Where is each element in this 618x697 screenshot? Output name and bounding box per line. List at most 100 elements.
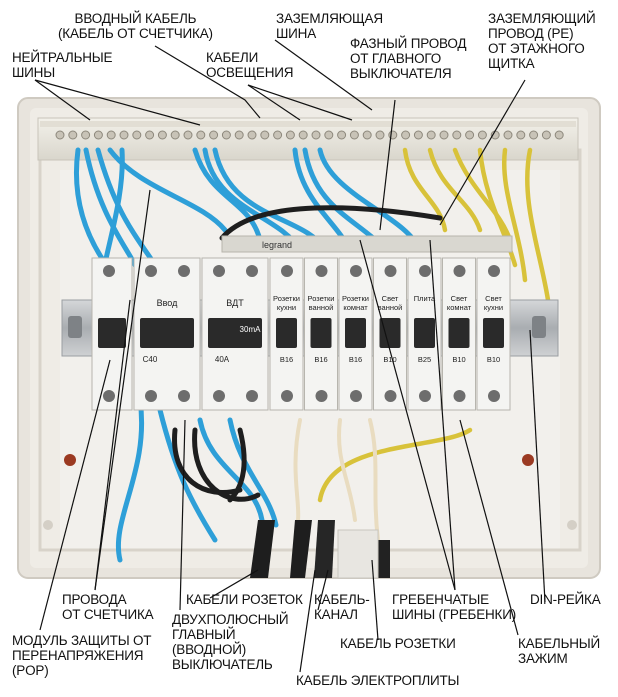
bus-screw [55, 130, 65, 140]
label-grounding-bus: ЗАЗЕМЛЯЮЩАЯ ШИНА [276, 11, 383, 41]
bus-screw [529, 130, 539, 140]
bus-screw [362, 130, 372, 140]
label-main-switch: ДВУХПОЛЮСНЫЙ ГЛАВНЫЙ (ВВОДНОЙ) ВЫКЛЮЧАТЕ… [172, 612, 289, 672]
bus-screw [477, 130, 487, 140]
breaker-rating: B10 [452, 355, 465, 364]
terminal-screw [281, 390, 293, 402]
terminal-screw [178, 390, 190, 402]
bus-screw [388, 130, 398, 140]
terminal-screw [419, 265, 431, 277]
terminal-screw [350, 265, 362, 277]
main-switch-rating: C40 [143, 355, 158, 364]
cable-channel [337, 529, 379, 579]
terminal-screw [488, 265, 500, 277]
bus-screw [273, 130, 283, 140]
breaker-name: Розетки [342, 294, 369, 303]
bus-screw [145, 130, 155, 140]
bus-screw [452, 130, 462, 140]
terminal-screw [246, 390, 258, 402]
breaker-rating: B16 [280, 355, 293, 364]
breaker-lever [448, 318, 470, 348]
breaker-name: комнат [343, 303, 368, 312]
terminal-screw [103, 390, 115, 402]
label-socket-cables: КАБЕЛИ РОЗЕТОК [186, 592, 303, 607]
breaker-rating: B10 [487, 355, 500, 364]
black-wires [172, 205, 443, 503]
yellow-green-wires [317, 147, 551, 503]
breaker-name: кухни [277, 303, 296, 312]
breaker-lever [310, 318, 332, 348]
terminal-screw [213, 390, 225, 402]
leader-lines [34, 39, 546, 673]
breaker-name: Свет [485, 294, 502, 303]
svg-text:legrand: legrand [262, 240, 292, 250]
bus-screw [503, 130, 513, 140]
breaker-rating: B16 [314, 355, 327, 364]
terminal-screw [384, 390, 397, 402]
breaker-name: комнат [447, 303, 472, 312]
rcd-rating: 40A [215, 355, 230, 364]
breaker-name: Розетки [273, 294, 300, 303]
bus-screw [157, 130, 167, 140]
breaker-lever [276, 318, 297, 348]
breaker-lever [98, 318, 126, 348]
label-cable-clamp: КАБЕЛЬНЫЙ ЗАЖИМ [518, 636, 601, 666]
breaker-name: Розетки [308, 294, 335, 303]
terminal-screw [281, 265, 293, 277]
bus-screw [93, 130, 103, 140]
bus-screw [541, 130, 551, 140]
bus-screw [209, 130, 219, 140]
terminal-screw [315, 390, 328, 402]
terminal-screw [103, 265, 115, 277]
terminal-screw [384, 265, 397, 277]
label-socket-cable: КАБЕЛЬ РОЗЕТКИ [340, 636, 456, 651]
bus-screw [465, 130, 475, 140]
terminal-screw [246, 265, 258, 277]
terminal-screw [145, 265, 157, 277]
terminal-screw [213, 265, 225, 277]
bus-screw [311, 130, 321, 140]
bus-screw [516, 130, 526, 140]
comb-bus: legrand [221, 235, 513, 253]
breaker-name: кухни [484, 303, 503, 312]
bus-screw [247, 130, 257, 140]
label-surge-module: МОДУЛЬ ЗАЩИТЫ ОТ ПЕРЕНАПРЯЖЕНИЯ (POP) [12, 633, 152, 678]
bus-screw [234, 130, 244, 140]
top-bus-bar [37, 117, 579, 161]
breaker-name: Свет [382, 294, 399, 303]
bus-screw [183, 130, 193, 140]
bus-screw [285, 130, 295, 140]
terminal-screw [453, 390, 466, 402]
bus-screw [81, 130, 91, 140]
breaker-name: ванной [309, 303, 334, 312]
bus-screw [132, 130, 142, 140]
breaker-lever [379, 318, 401, 348]
label-wires-from-meter: ПРОВОДА ОТ СЧЕТЧИКА [62, 592, 154, 622]
rcd-sensitivity: 30mA [240, 325, 262, 334]
main-switch-label: Ввод [157, 298, 178, 308]
bus-screw [119, 130, 129, 140]
breaker-name: Плита [414, 294, 436, 303]
breaker-lever [208, 318, 262, 348]
bus-screw [337, 130, 347, 140]
breaker-lever [483, 318, 504, 348]
bus-screw [68, 130, 78, 140]
breaker-rating: B25 [418, 355, 431, 364]
label-input-cable: ВВОДНЫЙ КАБЕЛЬ (КАБЕЛЬ ОТ СЧЕТЧИКА) [58, 11, 213, 41]
terminal-screw [419, 390, 431, 402]
cream-wires [293, 418, 380, 542]
bus-screw [170, 130, 180, 140]
label-cable-channel: КАБЕЛЬ- КАНАЛ [314, 592, 370, 622]
bus-screw [413, 130, 423, 140]
breaker-lever [345, 318, 366, 348]
breaker-name: ванной [378, 303, 403, 312]
label-ground-wire-pe: ЗАЗЕМЛЯЮЩИЙ ПРОВОД (PE) ОТ ЭТАЖНОГО ЩИТК… [488, 11, 596, 71]
label-phase-wire: ФАЗНЫЙ ПРОВОД ОТ ГЛАВНОГО ВЫКЛЮЧАТЕЛЯ [350, 36, 467, 81]
label-lighting-cables: КАБЕЛИ ОСВЕЩЕНИЯ [206, 50, 294, 80]
breaker-rating: B16 [349, 355, 362, 364]
breaker-lever [140, 318, 194, 348]
bus-screw [324, 130, 334, 140]
breaker-row: ВводC40ВДТ40A30mAРозеткикухниB16Розеткив… [91, 257, 511, 411]
terminal-screw [145, 390, 157, 402]
